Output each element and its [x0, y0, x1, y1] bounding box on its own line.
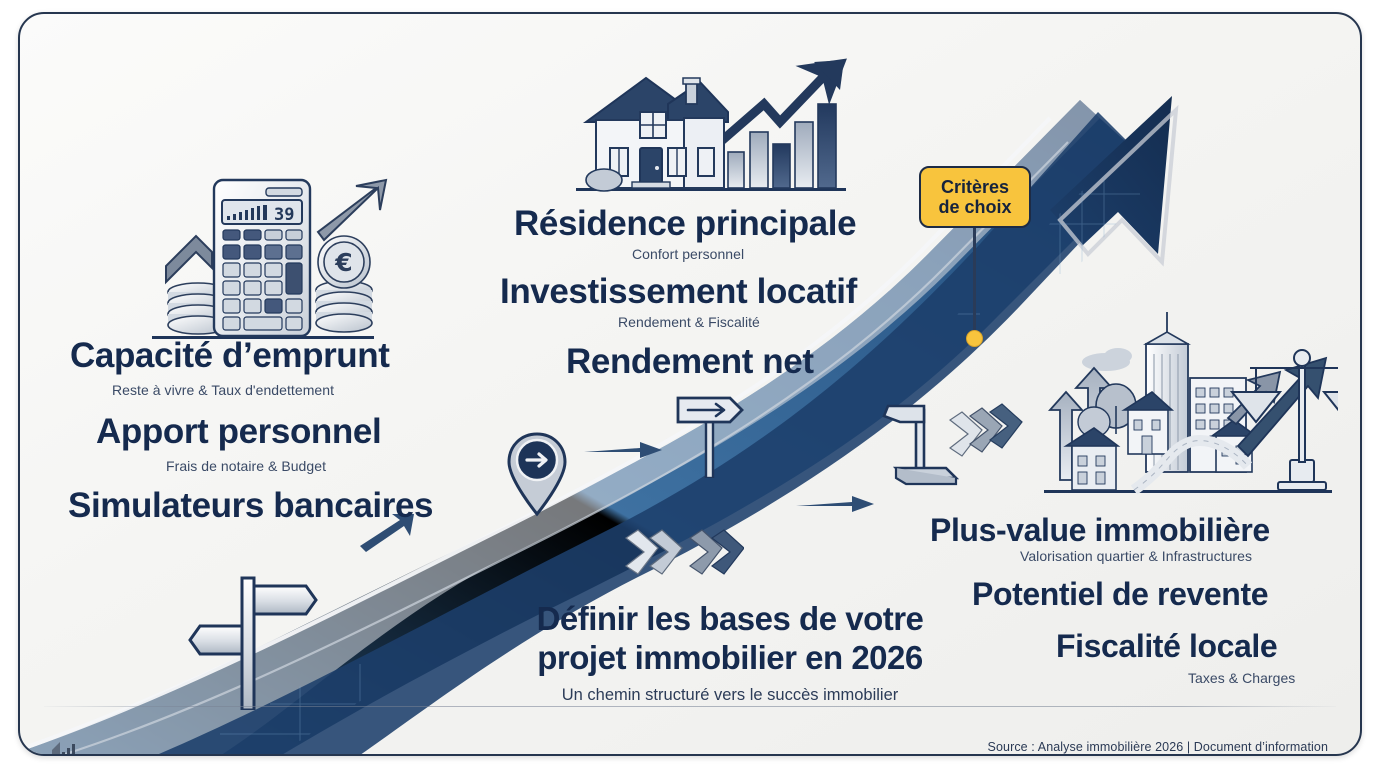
subheading-residence-principale: Confort personnel	[632, 246, 745, 262]
heading-investissement-locatif: Investissement locatif	[500, 272, 857, 311]
calculator-coins-euro-illustration: 39	[152, 178, 388, 339]
page-title-line2: projet immobilier en 2026	[537, 638, 923, 676]
heading-simulateurs-bancaires: Simulateurs bancaires	[68, 486, 434, 525]
subheading-investissement-locatif: Rendement & Fiscalité	[618, 314, 760, 330]
heading-residence-principale: Résidence principale	[514, 204, 857, 243]
small-arrow-right-icon-2	[796, 496, 874, 512]
direction-sign-icon	[676, 396, 744, 478]
subheading-capacite-emprunt: Reste à vivre & Taux d'endettement	[112, 382, 335, 398]
chevron-markers-right	[948, 403, 1023, 457]
criteres-de-choix-badge[interactable]: Critères de choix	[919, 166, 1031, 228]
small-arrow-right-icon	[584, 442, 662, 458]
heading-capacite-emprunt: Capacité d’emprunt	[70, 336, 390, 375]
subheading-plus-value-immobiliere: Valorisation quartier & Infrastructures	[1020, 548, 1253, 564]
heading-fiscalite-locale: Fiscalité locale	[1056, 628, 1278, 664]
heading-plus-value-immobiliere: Plus-value immobilière	[930, 512, 1270, 548]
signpost-two-way-icon	[188, 576, 318, 710]
bar-chart-icon	[52, 742, 75, 754]
badge-anchor-dot	[966, 330, 983, 347]
badge-line-1: Critères	[940, 176, 1010, 197]
badge-connector-line	[973, 228, 976, 338]
svg-text:39: 39	[274, 205, 294, 225]
footer-source-text: Source : Analyse immobilière 2026 | Docu…	[987, 740, 1328, 754]
direction-sign-post-icon	[882, 404, 960, 486]
heading-apport-personnel: Apport personnel	[96, 412, 382, 451]
badge-line-2: de choix	[938, 197, 1012, 217]
chevron-markers-center	[624, 529, 744, 575]
cityscape-arrows-scales-illustration	[1044, 312, 1338, 495]
ascending-road-arrow	[20, 96, 1179, 754]
house-growth-chart-illustration	[576, 58, 847, 192]
subheading-apport-personnel: Frais de notaire & Budget	[166, 458, 327, 474]
map-pin-arrow-icon	[507, 432, 567, 517]
page-title-line1: Définir les bases de votre	[536, 600, 924, 637]
svg-text:€: €	[334, 248, 352, 277]
subheading-fiscalite-locale: Taxes & Charges	[1188, 670, 1296, 686]
page-subtitle: Un chemin structuré vers le succès immob…	[561, 686, 899, 704]
page-title: Définir les bases de votre projet immobi…	[490, 600, 970, 677]
heading-potentiel-de-revente: Potentiel de revente	[972, 576, 1269, 612]
heading-rendement-net: Rendement net	[566, 342, 814, 381]
small-arrow-up-right-icon	[360, 514, 414, 552]
infographic-card: 39	[18, 12, 1362, 756]
footer-divider	[44, 706, 1336, 707]
